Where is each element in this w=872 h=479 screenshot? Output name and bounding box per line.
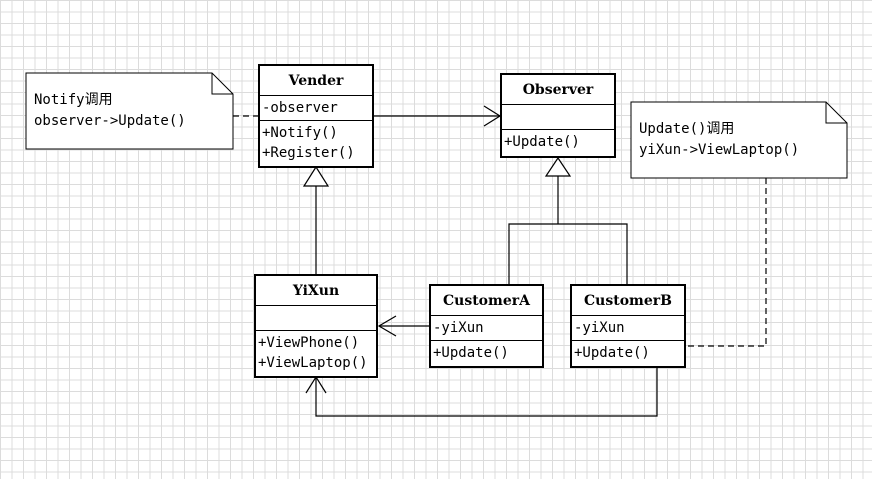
note-update-shape	[630, 101, 848, 179]
class-yixun-name: YiXun	[256, 276, 376, 306]
class-customer-a-name: CustomerA	[431, 286, 542, 316]
class-vender[interactable]: Vender -observer +Notify() +Register()	[258, 64, 374, 168]
note-update-line2: yiXun->ViewLaptop()	[639, 142, 800, 158]
class-customer-b[interactable]: CustomerB -yiXun +Update()	[570, 284, 686, 368]
class-vender-attributes: -observer	[260, 96, 372, 121]
class-customer-b-attributes: -yiXun	[572, 316, 684, 341]
class-observer-methods: +Update()	[502, 130, 614, 152]
class-customer-a-attributes: -yiXun	[431, 316, 542, 341]
class-vender-methods: +Notify() +Register()	[260, 121, 372, 163]
class-customer-b-attribute: -yiXun	[574, 320, 625, 336]
class-observer-name: Observer	[502, 75, 614, 105]
class-customer-b-name: CustomerB	[572, 286, 684, 316]
class-yixun-attributes	[256, 306, 376, 331]
class-observer-attributes	[502, 105, 614, 130]
class-yixun-method: +ViewLaptop()	[258, 355, 368, 371]
class-vender-name: Vender	[260, 66, 372, 96]
note-notify-line1: Notify调用	[34, 92, 113, 108]
class-observer-method: +Update()	[504, 134, 580, 150]
class-customer-b-method: +Update()	[574, 345, 650, 361]
association-customerb-yixun	[315, 367, 658, 417]
arrowhead-yixun-right	[377, 315, 397, 337]
note-update-fold	[825, 102, 847, 124]
note-notify-line2: observer->Update()	[34, 113, 186, 129]
note-update-line1: Update()调用	[639, 121, 735, 137]
class-vender-method: +Register()	[262, 145, 355, 161]
note-notify-shape	[25, 72, 234, 150]
class-vender-method: +Notify()	[262, 125, 338, 141]
note-update-anchor	[686, 178, 767, 347]
class-observer[interactable]: Observer +Update()	[500, 73, 616, 158]
class-yixun[interactable]: YiXun +ViewPhone() +ViewLaptop()	[254, 274, 378, 378]
note-update: Update()调用 yiXun->ViewLaptop()	[631, 119, 826, 161]
class-customer-b-methods: +Update()	[572, 341, 684, 363]
class-customer-a[interactable]: CustomerA -yiXun +Update()	[429, 284, 544, 368]
class-yixun-method: +ViewPhone()	[258, 335, 360, 351]
generalization-customers-observer	[508, 176, 628, 284]
class-customer-a-methods: +Update()	[431, 341, 542, 363]
class-vender-attribute: -observer	[262, 100, 338, 116]
class-yixun-methods: +ViewPhone() +ViewLaptop()	[256, 331, 376, 373]
triangle-vender	[302, 165, 330, 187]
triangle-observer	[544, 156, 572, 177]
note-notify: Notify调用 observer->Update()	[26, 90, 212, 132]
class-customer-a-method: +Update()	[433, 345, 509, 361]
note-notify-fold	[211, 73, 233, 95]
class-customer-a-attribute: -yiXun	[433, 320, 484, 336]
